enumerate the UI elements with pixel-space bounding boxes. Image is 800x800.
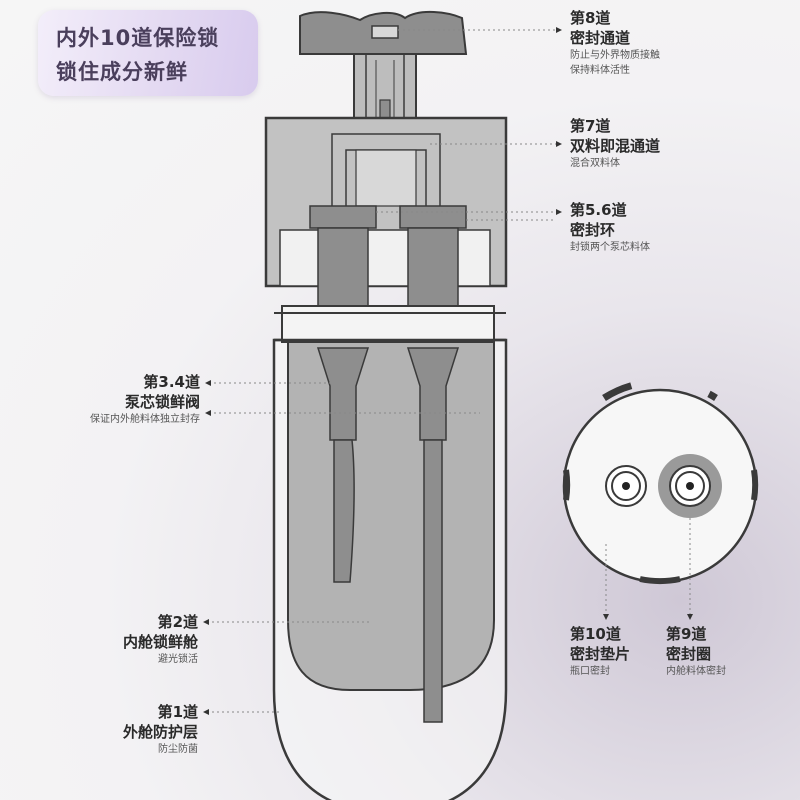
label-seal-1: 第1道 外舱防护层 防尘防菌 (123, 702, 198, 757)
label-seal-8-title-2: 密封通道 (570, 29, 631, 47)
label-seal-1-title-2: 外舱防护层 (122, 723, 198, 741)
label-seal-10: 第10道 密封垫片 瓶口密封 (570, 624, 630, 679)
seal-ring-left (309, 205, 377, 229)
label-seal-9: 第9道 密封圈 内舱料体密封 (666, 624, 726, 679)
dip-tube-right (423, 439, 443, 723)
label-seal-2-title-1: 第2道 (157, 613, 198, 631)
label-seal-7-desc-1: 混合双料体 (570, 158, 620, 169)
label-seal-34-desc-1: 保证内外舱料体独立封存 (90, 414, 200, 425)
label-seal-8-title-1: 第8道 (570, 9, 611, 27)
label-seal-7-title-2: 双料即混通道 (570, 137, 661, 155)
dip-tube-left (333, 439, 355, 583)
label-seal-8: 第8道 密封通道 防止与外界物质接触 保持料体活性 (570, 8, 660, 78)
label-seal-9-title-1: 第9道 (666, 625, 707, 643)
label-seal-56: 第5.6道 密封环 封锁两个泵芯料体 (570, 200, 650, 255)
label-seal-56-desc-1: 封锁两个泵芯料体 (570, 242, 650, 253)
label-seal-56-title-1: 第5.6道 (570, 201, 627, 219)
label-seal-2: 第2道 内舱锁鲜舱 避光锁活 (123, 612, 198, 667)
bottle-neck (281, 305, 495, 343)
seal-ring-right (399, 205, 467, 229)
label-seal-2-title-2: 内舱锁鲜舱 (122, 633, 198, 651)
label-seal-10-title-2: 密封垫片 (570, 645, 631, 663)
pump-valve-right (406, 347, 460, 441)
label-seal-34-title-2: 泵芯锁鲜阀 (124, 393, 200, 411)
label-seal-7-title-1: 第7道 (570, 117, 611, 135)
label-seal-9-title-2: 密封圈 (666, 645, 712, 663)
label-seal-7: 第7道 双料即混通道 混合双料体 (570, 116, 660, 171)
label-seal-34-title-1: 第3.4道 (143, 373, 200, 391)
label-seal-8-desc-2: 保持料体活性 (570, 65, 630, 76)
label-seal-1-desc-1: 防尘防菌 (158, 744, 198, 755)
pump-valve-left (316, 347, 370, 441)
label-seal-1-title-1: 第1道 (157, 703, 198, 721)
headline-line-2: 锁住成分新鲜 (56, 60, 188, 84)
label-seal-9-desc-1: 内舱料体密封 (666, 666, 726, 677)
inner-chamber (287, 341, 495, 691)
headline-line-1: 内外10道保险锁 (56, 26, 220, 50)
label-seal-10-title-1: 第10道 (570, 625, 621, 643)
label-seal-10-desc-1: 瓶口密封 (570, 666, 610, 677)
label-seal-8-desc-1: 防止与外界物质接触 (570, 50, 660, 61)
label-seal-34: 第3.4道 泵芯锁鲜阀 保证内外舱料体独立封存 (90, 372, 200, 427)
label-seal-2-desc-1: 避光锁活 (158, 654, 198, 665)
label-seal-56-title-2: 密封环 (570, 221, 616, 239)
headline-badge: 内外10道保险锁 锁住成分新鲜 (38, 10, 258, 96)
